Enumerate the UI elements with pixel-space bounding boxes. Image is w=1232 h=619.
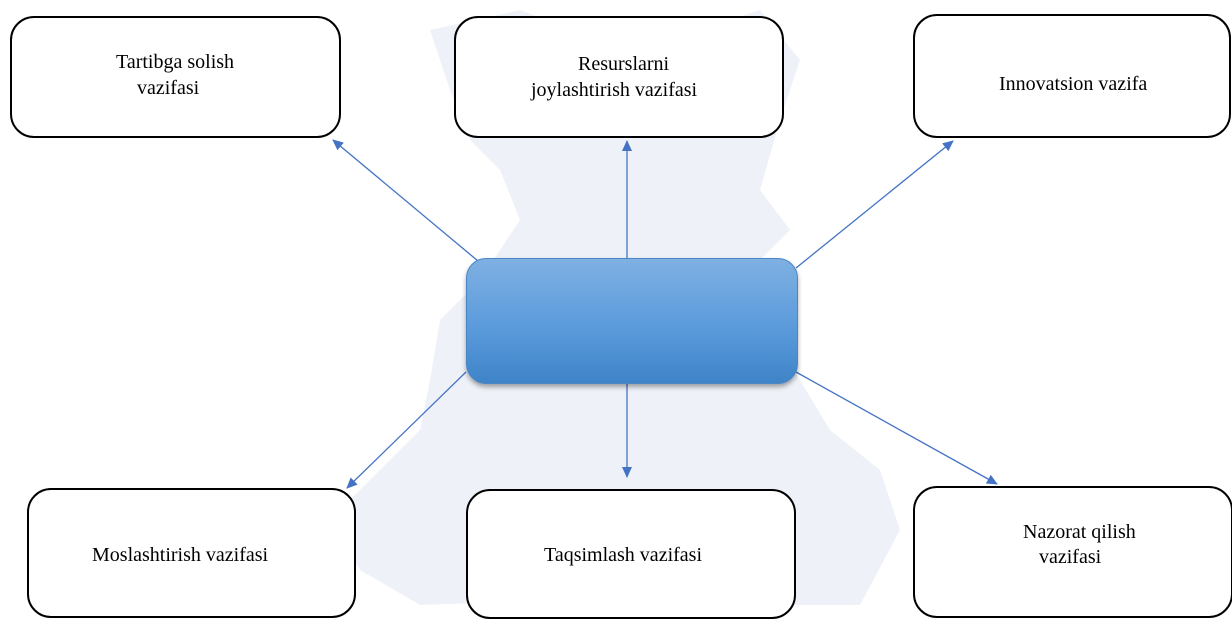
arrow-to-tartibga (332, 139, 485, 267)
node-resurslar-line2: joylashtirish vazifasi (531, 79, 698, 101)
node-moslashtirish-line1: Moslashtirish vazifasi (92, 544, 269, 566)
node-tartibga-line2: vazifasi (137, 77, 200, 99)
node-moslashtirish: Moslashtirish vazifasi (27, 488, 356, 618)
node-innovatsion-line1: Innovatsion vazifa (999, 73, 1148, 95)
node-resurslar-line1: Resurslarni (578, 53, 670, 75)
arrow-to-moslashtirish (346, 371, 467, 489)
node-tartibga-solish: Tartibga solish vazifasi (10, 16, 341, 138)
node-tartibga-line1: Tartibga solish (116, 51, 235, 73)
node-taqsimlash: Taqsimlash vazifasi (466, 489, 796, 619)
center-node (466, 258, 798, 384)
node-nazorat-line1: Nazorat qilish (1023, 521, 1136, 543)
node-resurslarni-joylashtirish: Resurslarni joylashtirish vazifasi (454, 16, 784, 138)
arrow-to-nazorat (795, 371, 998, 485)
node-taqsimlash-line1: Taqsimlash vazifasi (544, 544, 702, 566)
arrow-to-innovatsion (795, 140, 954, 269)
node-nazorat-line2: vazifasi (1039, 546, 1102, 568)
node-innovatsion: Innovatsion vazifa (913, 14, 1231, 138)
node-nazorat: Nazorat qilish vazifasi (913, 486, 1232, 618)
connector-arrows (332, 139, 998, 489)
